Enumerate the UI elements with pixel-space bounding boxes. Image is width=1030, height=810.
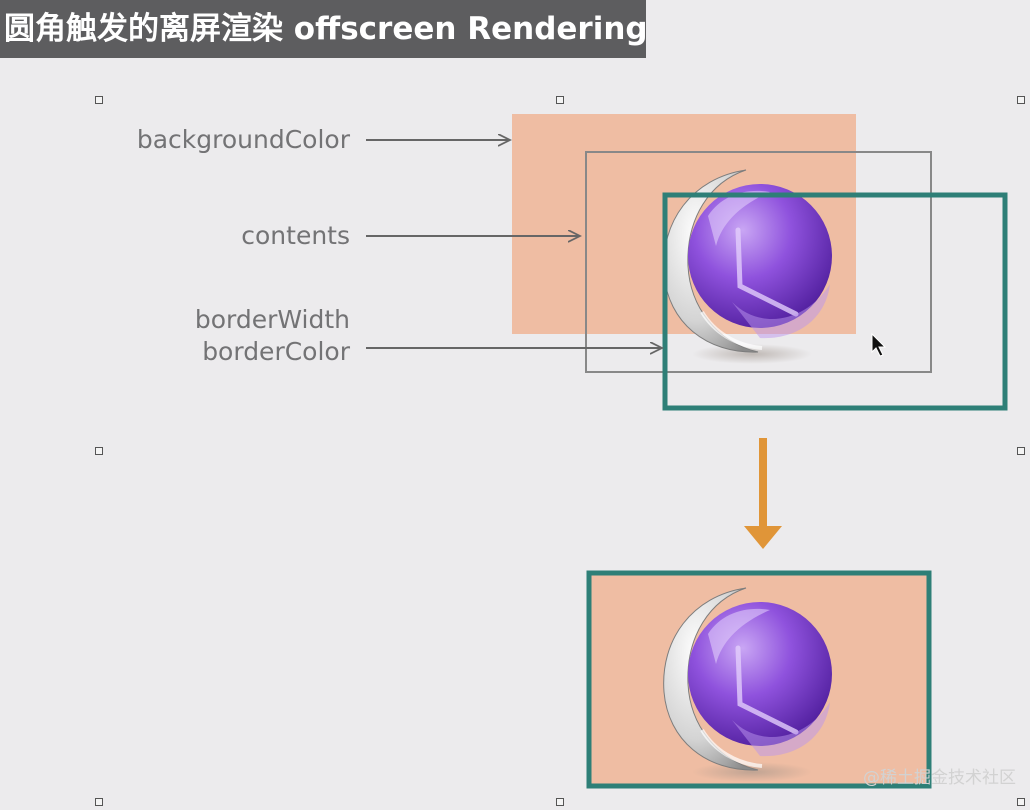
- selection-handle[interactable]: [95, 798, 103, 806]
- border-layer: [662, 192, 1008, 411]
- selection-handle[interactable]: [95, 96, 103, 104]
- result-arrow-head: [744, 526, 782, 549]
- watermark: @稀土掘金技术社区: [863, 768, 1016, 788]
- label-border-color: borderColor: [202, 337, 350, 366]
- label-contents: contents: [241, 221, 350, 250]
- label-border-width: borderWidth: [194, 305, 350, 334]
- contents-frame: [585, 151, 932, 373]
- mouse-cursor-icon: [871, 332, 887, 357]
- selection-handle[interactable]: [95, 447, 103, 455]
- slide-title: 圆角触发的离屏渲染 offscreen Rendering: [0, 0, 648, 58]
- selection-handle[interactable]: [1017, 798, 1025, 806]
- selection-handle[interactable]: [556, 798, 564, 806]
- label-background-color: backgroundColor: [136, 125, 350, 154]
- selection-handle[interactable]: [1017, 96, 1025, 104]
- selection-handle[interactable]: [556, 96, 564, 104]
- selection-handle[interactable]: [1017, 447, 1025, 455]
